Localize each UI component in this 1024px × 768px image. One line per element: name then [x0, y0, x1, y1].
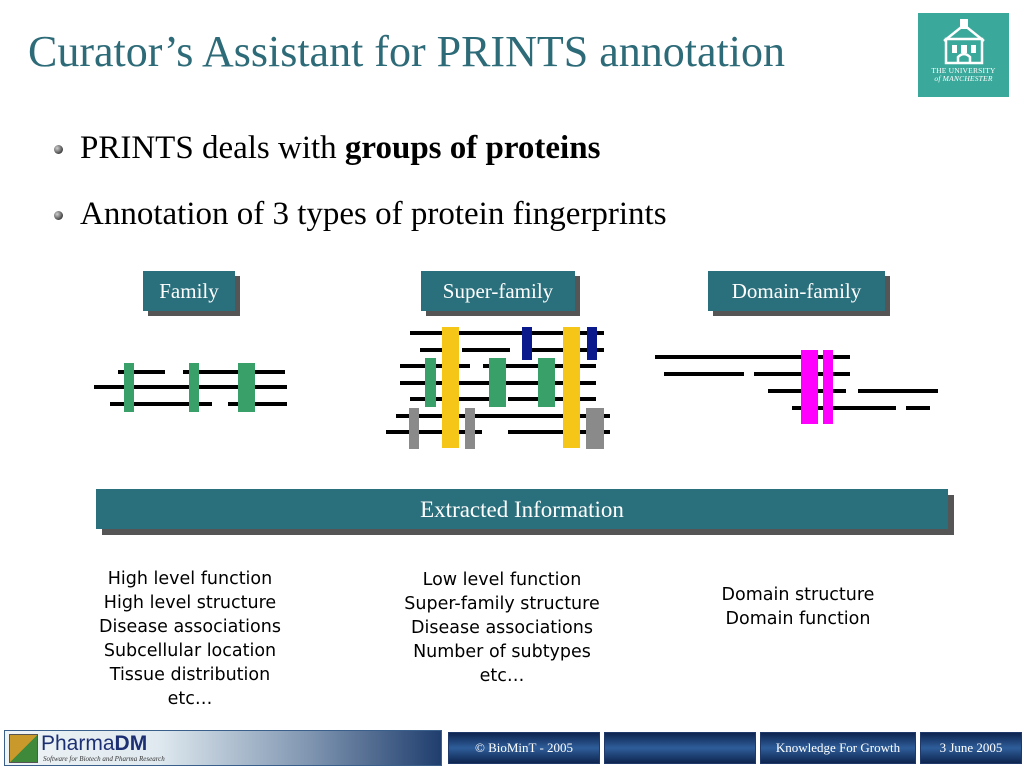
page-title: Curator’s Assistant for PRINTS annotatio… [28, 27, 785, 76]
list-item: Tissue distribution [109, 665, 271, 685]
list-item: Disease associations [411, 618, 593, 638]
pharmadm-tagline: Software for Biotech and Pharma Research [43, 755, 165, 763]
list-item: Super-family structure [404, 594, 600, 614]
list-item: Low level function [422, 570, 582, 590]
list-item: etc… [479, 666, 525, 686]
bullet-dot-icon [54, 211, 63, 220]
footer-copyright: © BioMinT - 2005 [448, 732, 600, 764]
university-logo: THE UNIVERSITY of MANCHESTER [918, 13, 1009, 97]
brand-part-1: Pharma [41, 732, 115, 755]
list-item: High level structure [103, 593, 277, 613]
footer: PharmaDM Software for Biotech and Pharma… [0, 724, 1024, 768]
bullet-1-text: PRINTS deals with groups of proteins [80, 130, 600, 167]
footer-slogan: Knowledge For Growth [760, 732, 916, 764]
domainfamily-motifs [801, 350, 833, 424]
domainfamily-label: Domain-family [708, 271, 885, 311]
extracted-information-band: Extracted Information [96, 489, 948, 529]
family-motifs [124, 363, 255, 412]
list-item: etc… [167, 689, 213, 709]
logo-line-1: THE UNIVERSITY [931, 66, 996, 75]
family-info-list: High level function High level structure… [70, 567, 310, 711]
list-item: Number of subtypes [413, 642, 591, 662]
list-item: High level function [107, 569, 273, 589]
list-item: Subcellular location [103, 641, 277, 661]
brand-part-2: DM [114, 732, 148, 755]
logo-text: THE UNIVERSITY of MANCHESTER [918, 67, 1009, 83]
superfamily-motifs [409, 327, 604, 449]
list-item: Disease associations [99, 617, 281, 637]
logo-line-2: of MANCHESTER [934, 74, 993, 83]
footer-date: 3 June 2005 [920, 732, 1022, 764]
superfamily-info-list: Low level function Super-family structur… [382, 568, 622, 688]
pharmadm-banner: PharmaDM Software for Biotech and Pharma… [4, 730, 442, 766]
pharmadm-brand: PharmaDM [41, 732, 147, 756]
bullet-2-text: Annotation of 3 types of protein fingerp… [80, 196, 667, 232]
bullet-1-bold: groups of proteins [344, 130, 601, 166]
list-item: Domain structure [721, 585, 875, 605]
bullet-dot-icon [54, 145, 63, 154]
pharmadm-logo-icon [9, 734, 38, 763]
family-label: Family [143, 271, 235, 311]
list-item: Domain function [725, 609, 871, 629]
domain-info-list: Domain structure Domain function [680, 583, 916, 631]
domainfamily-diagram [655, 355, 938, 410]
superfamily-label: Super-family [421, 271, 575, 311]
university-building-icon [942, 19, 985, 65]
footer-blank-box [604, 732, 756, 764]
bullet-1-plain: PRINTS deals with [80, 130, 345, 166]
